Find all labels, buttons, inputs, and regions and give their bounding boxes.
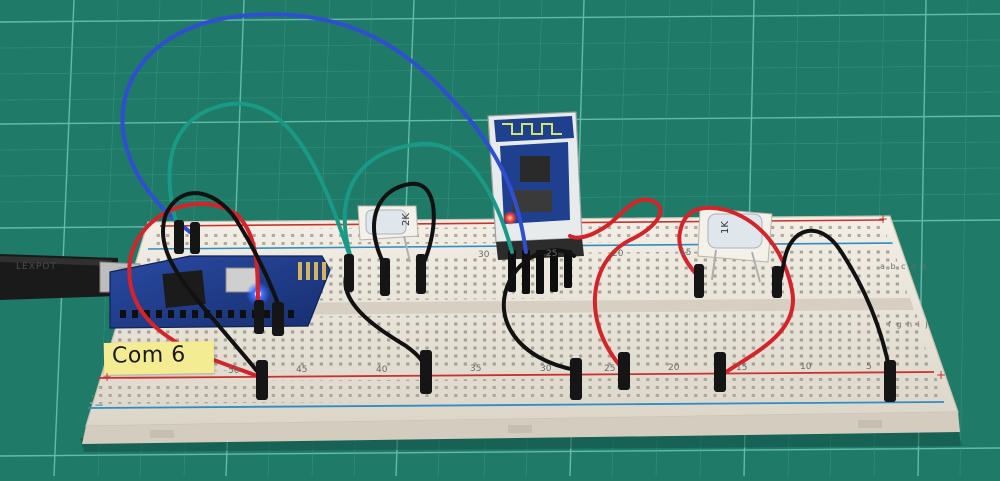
rail-plus-sign: + (878, 212, 889, 226)
wire-teal-right (342, 141, 514, 264)
breadboard-notch (150, 430, 174, 438)
wire-black-resistor (372, 181, 436, 270)
resistor-label-2k: 2K (401, 213, 412, 226)
wire-teal-left (167, 101, 354, 264)
bluetooth-module (487, 111, 584, 294)
bottom-blue-rail (87, 401, 945, 409)
column-number: 30 (540, 364, 552, 374)
wire-connector-heads (174, 220, 896, 402)
wire-black-arduino (161, 191, 284, 384)
column-number: 15 (736, 363, 748, 373)
breadboard-shadow (80, 430, 962, 452)
column-number: 15 (680, 248, 692, 258)
bottom-rail-holes (90, 376, 942, 404)
rail-minus-sign: − (884, 236, 895, 250)
sticky-note-text: Com 6 (111, 342, 186, 369)
column-number: 20 (612, 249, 624, 259)
rail-minus-sign: − (94, 398, 105, 412)
resistor-label-1k: 1K (720, 221, 731, 234)
bottom-red-rail (97, 371, 935, 379)
column-number: 5 (866, 362, 872, 372)
wire-blue (120, 12, 528, 254)
rail-plus-sign: + (936, 368, 947, 382)
column-number: 50 (228, 366, 240, 376)
row-letters-top: a b c d e (880, 262, 929, 271)
status-led-red (503, 211, 517, 225)
row-letters-bottom: f g h i j (888, 320, 930, 329)
column-number: 20 (668, 363, 680, 373)
cable-brand-text: LEXPOT (16, 262, 57, 272)
column-number: 45 (296, 365, 308, 375)
column-number: 25 (604, 364, 616, 374)
column-number: 10 (800, 362, 812, 372)
wire-black-bt (501, 248, 578, 372)
wire-red-resistor (677, 205, 796, 374)
wire-red-bt (568, 197, 663, 370)
breadboard-notch (858, 420, 882, 428)
column-number: 25 (546, 249, 558, 259)
rail-plus-sign: + (102, 370, 113, 384)
arduino-nano-board (109, 255, 331, 329)
center-channel (120, 298, 914, 316)
column-number: 35 (470, 364, 482, 374)
column-number: 30 (478, 250, 490, 260)
column-number: 40 (376, 365, 388, 375)
breadboard-notch (508, 425, 532, 433)
